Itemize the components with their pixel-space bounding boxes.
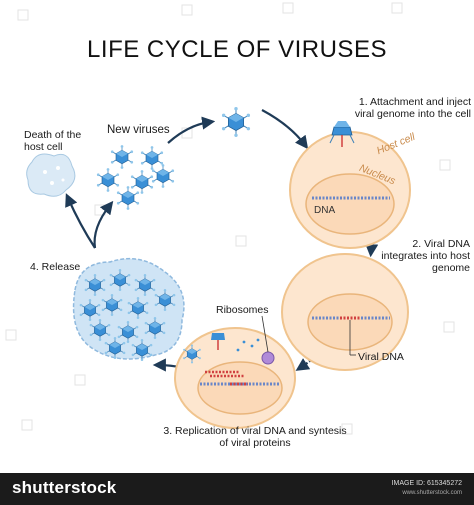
viral-dna-label: Viral DNA [358, 351, 404, 363]
dna-label: DNA [314, 205, 336, 216]
footer-bar: shutterstock IMAGE ID: 615345272 www.shu… [0, 473, 474, 505]
host-cell-3 [174, 315, 296, 429]
new-viruses-label: New viruses [107, 124, 170, 136]
life-cycle-diagram [5, 2, 455, 435]
arrow-release-to-new [93, 200, 114, 249]
ribosomes-label: Ribosomes [216, 304, 269, 316]
host-cell-1 [289, 121, 411, 249]
injecting-virus [329, 121, 355, 147]
death-label: Death of the host cell [24, 129, 82, 154]
site-url-text: www.shutterstock.com [402, 490, 462, 496]
step-4-label: 4. Release [30, 261, 81, 273]
new-viruses-cluster [96, 144, 175, 211]
dead-cell [26, 153, 76, 197]
image-id-text: IMAGE ID: 615345272 [391, 480, 462, 487]
arrow-release-to-death [65, 193, 96, 249]
arrow-attach-to-cell [261, 109, 309, 150]
attaching-virus [221, 106, 251, 138]
bursting-cell [72, 257, 185, 362]
step-3-label: 3. Replication of viral DNA and syntesis… [163, 425, 347, 450]
arrow-new-to-attach [167, 116, 216, 144]
step-1-label: 1. Attachment and inject viral genome in… [354, 96, 471, 121]
step-2-label: 2. Viral DNA integrates into host genome [381, 238, 470, 275]
brand-logo[interactable]: shutterstock [12, 478, 117, 497]
diagram-title: LIFE CYCLE OF VIRUSES [87, 36, 387, 63]
host-cell-2 [281, 253, 409, 371]
